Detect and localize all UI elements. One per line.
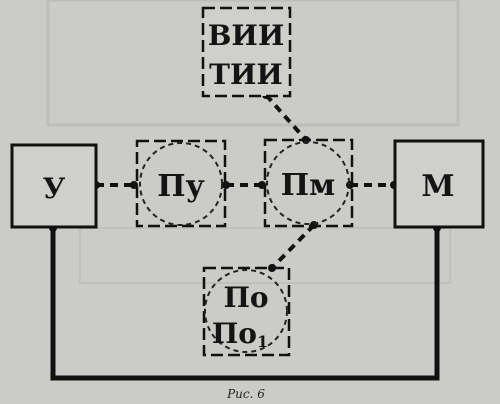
block-m: М (393, 139, 485, 229)
link-pm-po (270, 223, 316, 270)
block-vii-label: ВИИ (208, 19, 285, 52)
block-pm-frame (263, 138, 354, 228)
block-po-label: По (223, 281, 268, 314)
ghost-frame-top (46, 0, 460, 127)
feedback-line (50, 228, 440, 381)
block-u: У (10, 143, 98, 229)
block-pu-frame (135, 139, 227, 228)
block-pm-circle (266, 141, 350, 225)
block-po1-subscript: 1 (257, 332, 268, 351)
block-po: По По1 (202, 266, 291, 357)
ghost-frame-bottom (79, 227, 451, 284)
block-po-circle (204, 269, 288, 353)
block-pu-circle (139, 142, 223, 226)
block-po1-base: По (212, 317, 257, 350)
block-m-box (393, 139, 485, 229)
block-u-box (10, 143, 98, 229)
block-pm-label: Пм (281, 168, 335, 203)
block-po1-label: По1 (212, 317, 268, 351)
link-vii-pm (264, 93, 308, 142)
block-pu: Пу (135, 139, 227, 228)
figure-caption: Рис. 6 (226, 387, 265, 401)
dashed-connections (96, 93, 394, 270)
block-pm: Пм (263, 138, 354, 228)
block-pu-label: Пу (157, 169, 205, 204)
block-vii-tii-frame (201, 6, 292, 98)
block-m-label: М (421, 169, 454, 204)
block-po-frame (202, 266, 291, 357)
block-tii-label: ТИИ (209, 58, 283, 91)
block-vii-tii: ВИИ ТИИ (201, 6, 292, 98)
block-u-label: У (43, 172, 66, 205)
